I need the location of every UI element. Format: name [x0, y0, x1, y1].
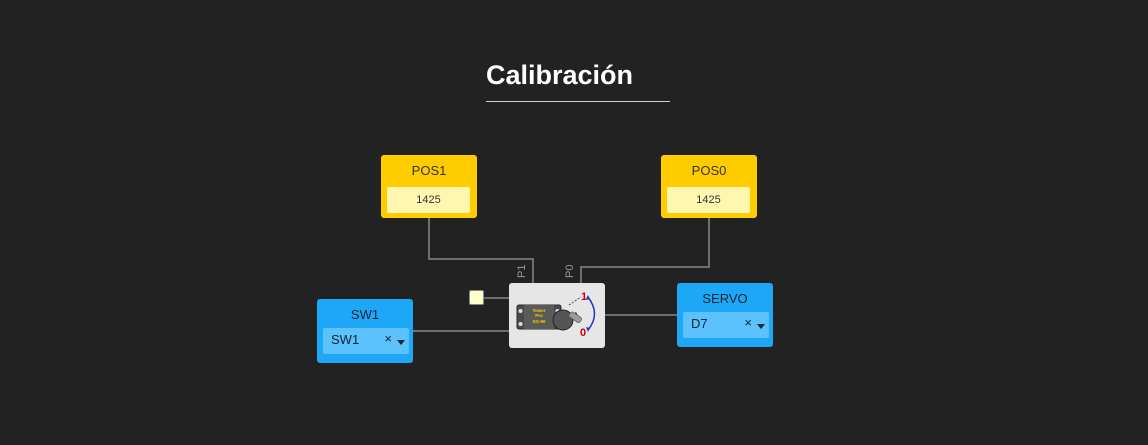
servo-pin-chevron-down-icon[interactable]: [757, 324, 765, 329]
pos0-value-field[interactable]: 1425: [667, 187, 750, 213]
servo-output-label: SERVO: [702, 291, 748, 306]
sw1-select[interactable]: SW1 ×: [323, 328, 409, 354]
input-port-square[interactable]: [469, 290, 484, 305]
pos1-block[interactable]: POS1 1425: [381, 155, 477, 218]
servo-marker-0: 0: [580, 327, 586, 339]
page-title: Calibración: [486, 60, 670, 102]
port-label-p0: P0: [564, 264, 576, 278]
servo-marker-1: 1: [581, 291, 587, 303]
servo-brand-line3: SG-90: [532, 319, 546, 324]
pos0-label: POS0: [691, 163, 727, 178]
servo-brand-line1: Tower: [533, 308, 546, 313]
servo-function-block[interactable]: Tower Pro SG-90 1 0: [509, 283, 605, 348]
servo-pin-selected-value: D7: [691, 316, 708, 331]
servo-brand-line2: Pro: [535, 313, 543, 318]
wire-pos0-to-p0: [580, 218, 710, 283]
servo-pin-select[interactable]: D7 ×: [683, 312, 769, 338]
sw1-chevron-down-icon[interactable]: [397, 340, 405, 345]
sw1-block[interactable]: SW1 SW1 ×: [317, 299, 413, 363]
sw1-selected-value: SW1: [331, 332, 360, 347]
servo-pin-clear-icon[interactable]: ×: [744, 315, 752, 330]
sw1-label: SW1: [350, 307, 380, 322]
pos1-value-field[interactable]: 1425: [387, 187, 470, 213]
port-label-p1: P1: [516, 264, 528, 278]
servo-output-block[interactable]: SERVO D7 ×: [677, 283, 773, 347]
pos0-block[interactable]: POS0 1425: [661, 155, 757, 218]
servo-motor-icon: Tower Pro SG-90 1 0: [516, 291, 596, 339]
sw1-clear-icon[interactable]: ×: [384, 331, 392, 346]
wire-pos1-to-p1: [428, 218, 534, 283]
pos1-label: POS1: [411, 163, 447, 178]
